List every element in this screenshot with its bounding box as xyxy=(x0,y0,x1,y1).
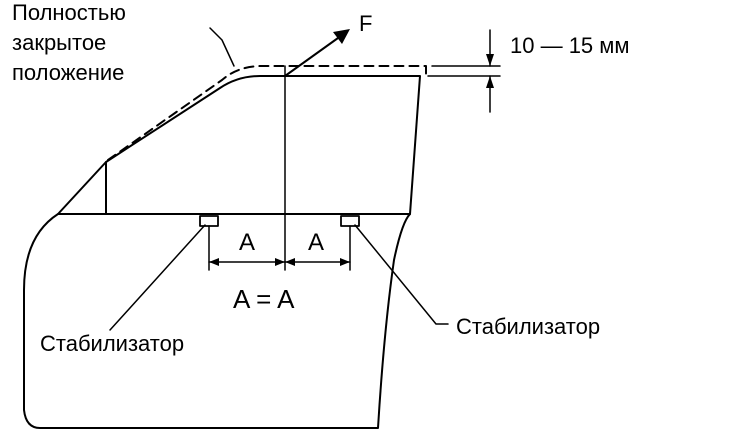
force-label: F xyxy=(359,11,372,36)
dim-arrow-right-outer xyxy=(340,258,350,266)
closed-position-label-line2: закрытое xyxy=(12,30,106,55)
closed-position-dashed-line xyxy=(107,65,427,161)
dimension-a-left: A xyxy=(239,229,255,256)
gap-arrow-top xyxy=(486,54,494,66)
door-panel-outline xyxy=(23,213,411,429)
dim-arrow-left-inner xyxy=(275,258,285,266)
force-arrow-shaft xyxy=(284,37,339,77)
stabilizer-right-leader xyxy=(354,224,449,325)
equality-label: A = A xyxy=(233,284,295,314)
gap-arrow-bottom xyxy=(486,76,494,88)
force-arrowhead xyxy=(333,29,350,44)
stabilizer-left-label: Стабилизатор xyxy=(40,331,184,356)
closed-position-label-line1: Полностью xyxy=(12,0,126,25)
stabilizer-left-block[interactable] xyxy=(199,215,219,227)
closed-position-label-line3: положение xyxy=(12,60,124,85)
window-frame-outline xyxy=(57,75,421,215)
dim-arrow-right-inner xyxy=(285,258,295,266)
stabilizer-left-leader xyxy=(109,224,206,331)
dim-arrow-left-outer xyxy=(209,258,219,266)
stabilizer-right-block[interactable] xyxy=(340,215,360,227)
stabilizer-right-label: Стабилизатор xyxy=(456,314,600,339)
gap-dimension-label: 10 — 15 мм xyxy=(510,33,630,58)
dimension-a-right: A xyxy=(308,229,324,256)
closed-position-leader xyxy=(209,27,235,67)
